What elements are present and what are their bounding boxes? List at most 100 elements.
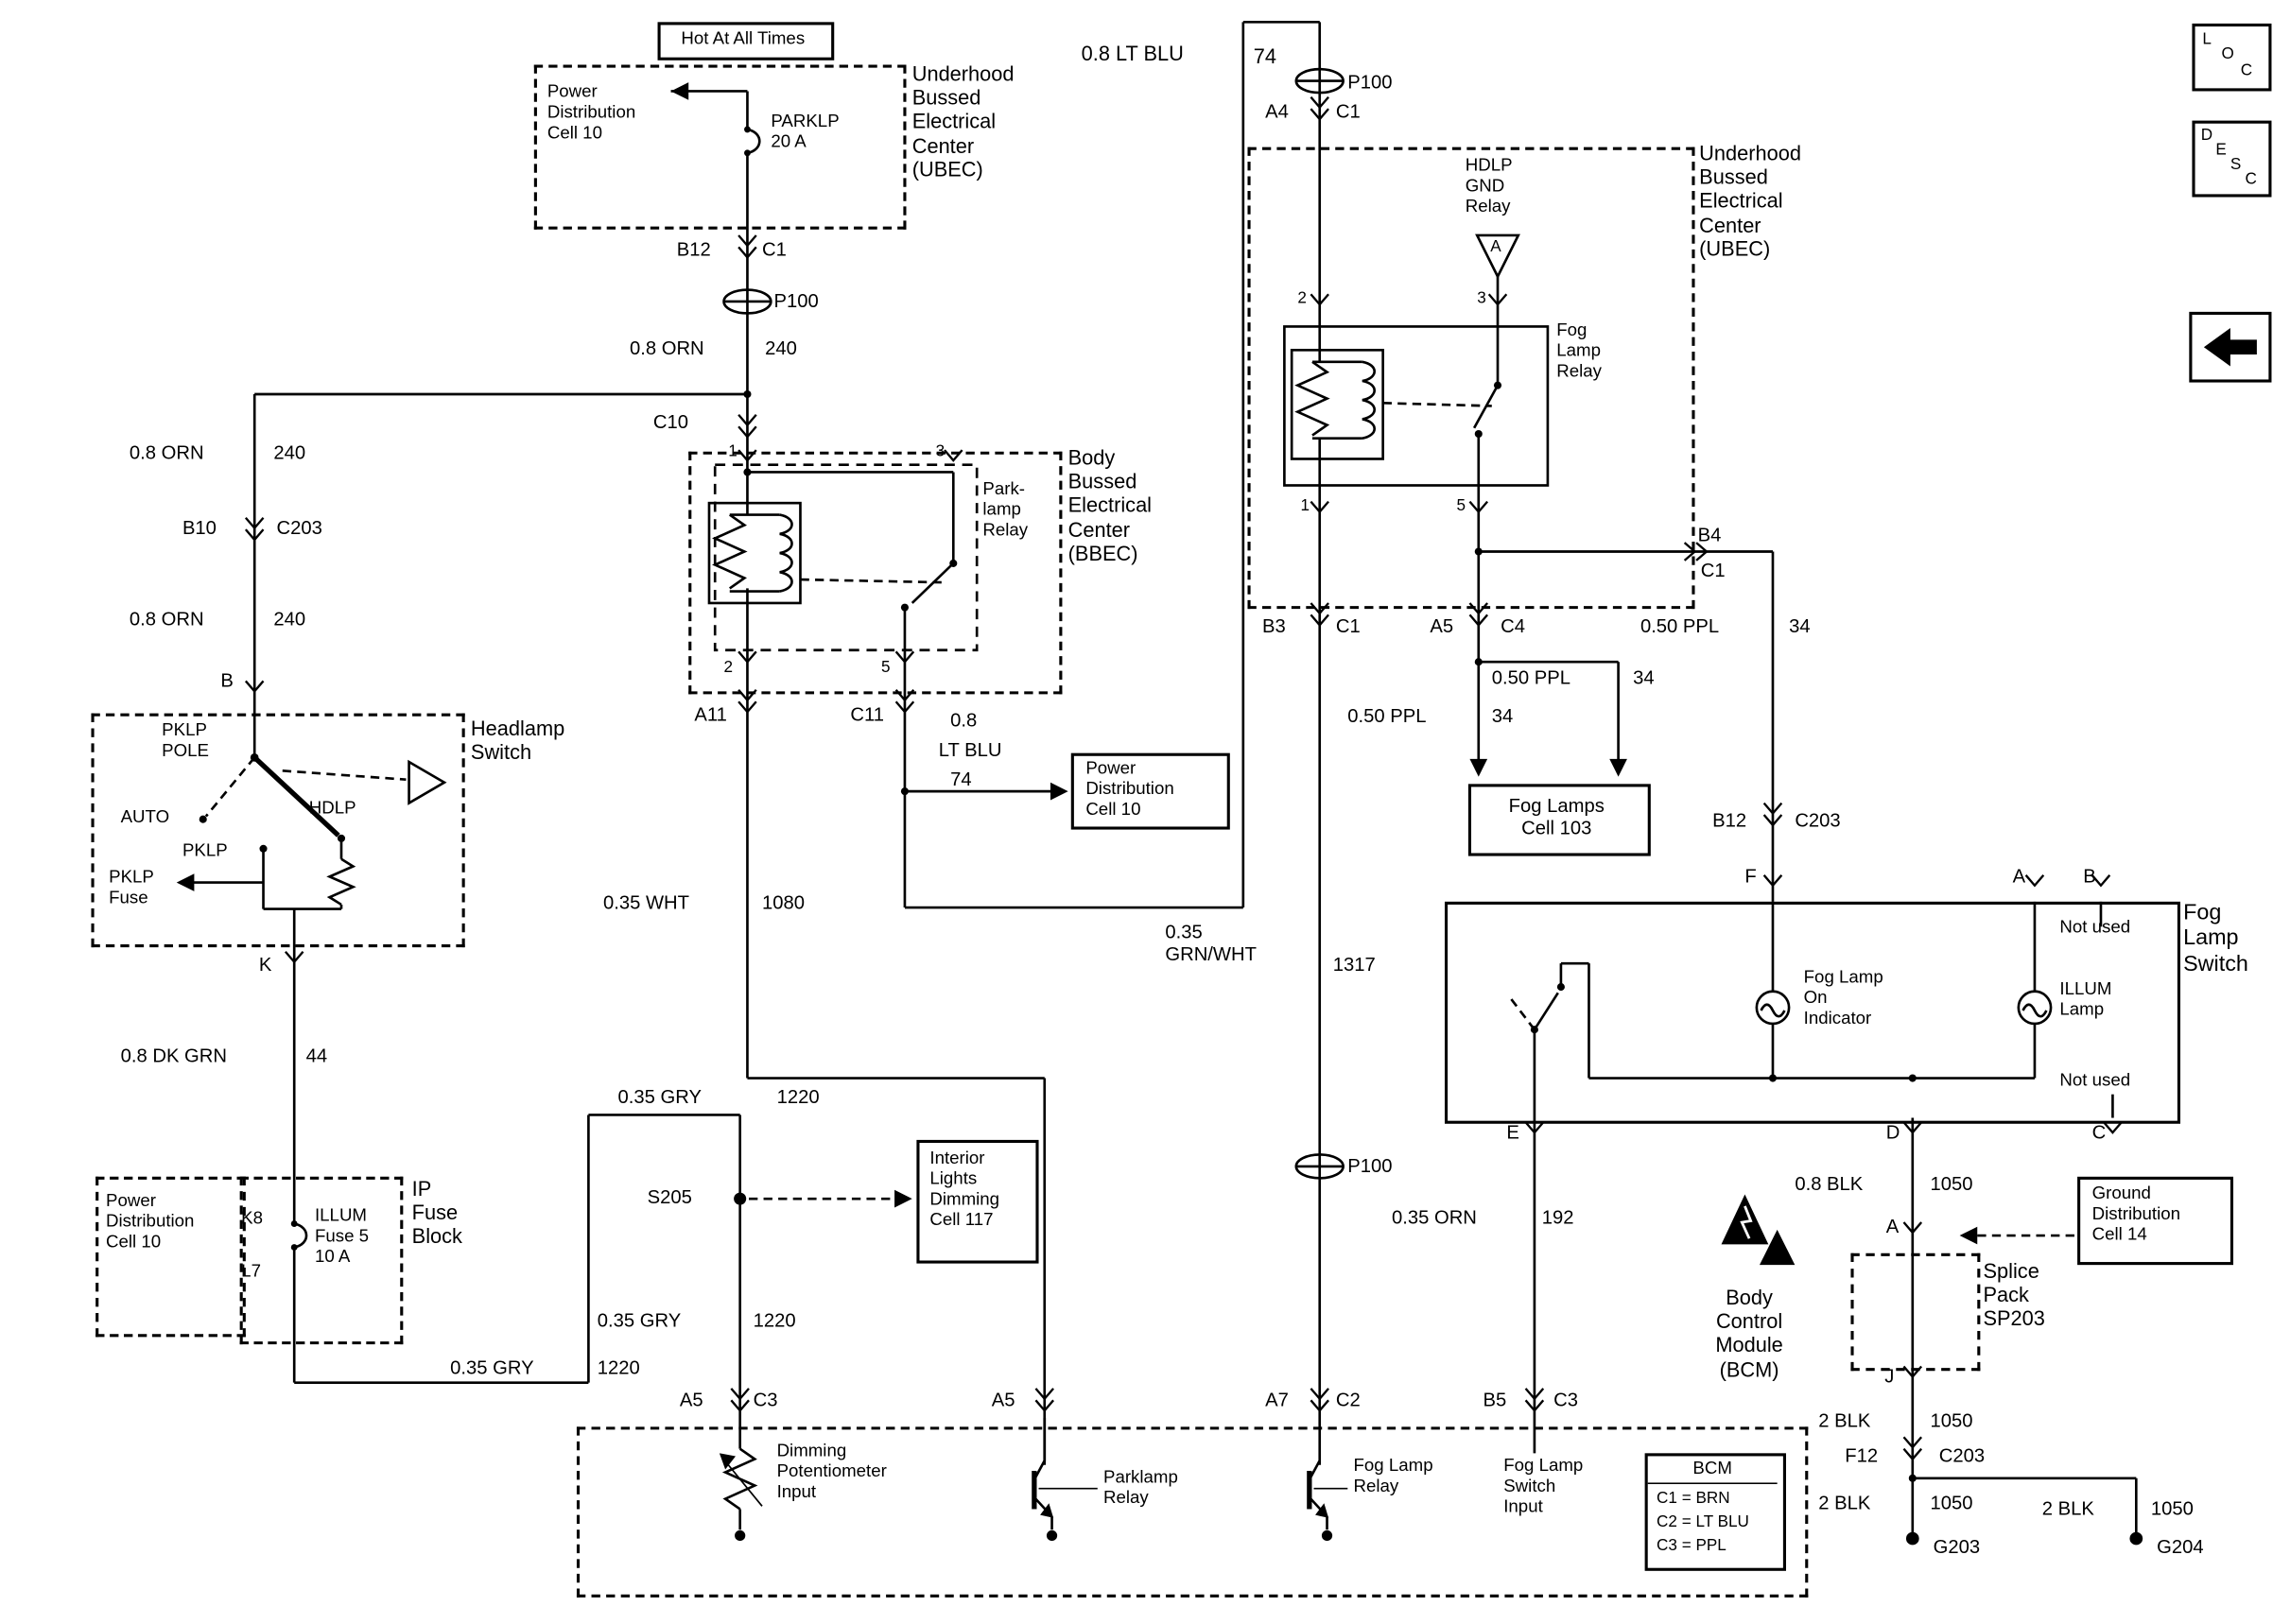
- bcm-box: [576, 1426, 1809, 1598]
- wire-orn-c-circuit: 240: [273, 607, 306, 630]
- legend-row-c3: C3 = PPL: [1657, 1537, 1726, 1555]
- ubec-left-name: Underhood Bussed Electrical Center (UBEC…: [911, 61, 1015, 181]
- conn-c10: C10: [652, 410, 688, 433]
- desc-letter-e: E: [2215, 141, 2227, 160]
- term-d: D: [1885, 1120, 1900, 1144]
- hot-at-all-times-box: Hot At All Times: [657, 22, 835, 60]
- wire-dkgrn-circuit: 44: [305, 1044, 328, 1067]
- legend-row-c2: C2 = LT BLU: [1657, 1513, 1749, 1531]
- headlamp-switch-name: Headlamp Switch: [470, 716, 565, 764]
- dimming-pot-input-label: Dimming Potentiometer Input: [776, 1440, 887, 1502]
- wire-gry-c-circuit: 1220: [753, 1308, 796, 1332]
- fog-lamps-ref-box: Fog Lamps Cell 103: [1467, 784, 1651, 856]
- illum-lamp-symbol: [2017, 990, 2053, 1026]
- ground-g203: G203: [1933, 1535, 1981, 1558]
- bbec-name: Body Bussed Electrical Center (BBEC): [1067, 445, 1153, 565]
- illum-lamp-label: ILLUM Lamp: [2059, 977, 2112, 1020]
- wire-gry-b-spec: 0.35 GRY: [617, 1085, 702, 1108]
- bcm-legend-title: BCM: [1692, 1457, 1732, 1478]
- wire-2blk-b-circuit: 1050: [1930, 1491, 1973, 1514]
- loc-letter-l: L: [2202, 30, 2212, 49]
- wire-ppl-c-circuit: 34: [1789, 614, 1811, 637]
- wire-ltblu-top-spec: 0.8 LT BLU: [1081, 41, 1184, 65]
- bcm-parklamp-relay-label: Parklamp Relay: [1103, 1466, 1178, 1508]
- ubec-pin-2: 2: [1297, 289, 1307, 308]
- hot-note: Hot At All Times: [681, 27, 806, 49]
- fog-on-indicator-label: Fog Lamp On Indicator: [1803, 966, 1883, 1028]
- auto-label: AUTO: [120, 805, 170, 827]
- conn-k8: K8: [241, 1207, 264, 1229]
- ip-fuse-block-box: [239, 1176, 404, 1345]
- conn-p100-top: P100: [1347, 70, 1393, 94]
- ip-fuse-block-name: IP Fuse Block: [411, 1176, 462, 1249]
- wire-ppl-a-circuit: 34: [1491, 704, 1514, 727]
- wire-ppl-b-spec: 0.50 PPL: [1491, 665, 1571, 689]
- ip-power-dist-ref: Power Distribution Cell 10: [106, 1189, 195, 1252]
- conn-l7: L7: [241, 1260, 261, 1282]
- power-dist-ref: Power Distribution Cell 10: [1085, 757, 1174, 820]
- wire-orn-a-circuit: 240: [765, 337, 797, 359]
- ground-dist-ref: Ground Distribution Cell 14: [2091, 1183, 2181, 1245]
- wire-orn192-spec: 0.35 ORN: [1391, 1205, 1477, 1229]
- loc-button[interactable]: L O C: [2192, 23, 2272, 92]
- wire-orn-b-spec: 0.8 ORN: [129, 441, 204, 464]
- wire-orn-c-spec: 0.8 ORN: [129, 607, 204, 630]
- desc-button[interactable]: D E S C: [2192, 120, 2272, 198]
- wire-2blk-b-spec: 2 BLK: [1818, 1491, 1871, 1514]
- ip-power-dist-box: [95, 1176, 246, 1338]
- wire-2blk-a-spec: 2 BLK: [1818, 1408, 1871, 1431]
- interior-dim-ref-box: Interior Lights Dimming Cell 117: [916, 1139, 1039, 1264]
- bbec-parklamp-relay-inner-box: [713, 463, 979, 652]
- wire-ltblu-branch-2: LT BLU: [938, 738, 1002, 761]
- conn-bcm-c3: C3: [753, 1388, 778, 1411]
- power-dist-ref-box: Power Distribution Cell 10: [1070, 752, 1230, 830]
- conn-c203-b: C203: [1795, 808, 1841, 832]
- ubec-power-dist-ref: Power Distribution Cell 10: [547, 80, 636, 143]
- legend-divider: [1647, 1482, 1778, 1485]
- conn-p100-lower: P100: [1347, 1154, 1393, 1177]
- parklp-fuse-label: PARKLP 20 A: [771, 110, 840, 152]
- wire-gry-b-circuit: 1220: [776, 1085, 820, 1108]
- wire-2blk-a-circuit: 1050: [1930, 1408, 1973, 1431]
- wire-gry-a-circuit: 1220: [597, 1356, 640, 1378]
- hdlp-gnd-relay-label: HDLP GND Relay: [1465, 154, 1513, 216]
- desc-letter-c: C: [2245, 170, 2257, 189]
- bbec-pin-5: 5: [881, 659, 891, 677]
- desc-letter-d: D: [2200, 126, 2213, 145]
- wire-ppl-b-circuit: 34: [1633, 665, 1655, 689]
- ground-g204: G204: [2157, 1535, 2204, 1558]
- wire-ppl-a-spec: 0.50 PPL: [1347, 704, 1427, 727]
- term-b2: B: [2083, 864, 2096, 888]
- fog-lamp-switch-name: Fog Lamp Switch: [2183, 900, 2248, 976]
- conn-bcm-c3b: C3: [1553, 1388, 1579, 1411]
- conn-a5-ubec: A5: [1430, 614, 1454, 637]
- bcm-switch-input-label: Fog Lamp Switch Input: [1503, 1454, 1584, 1516]
- bbec-box: [688, 451, 1063, 695]
- loc-letter-o: O: [2221, 45, 2234, 63]
- conn-b12-b: B12: [1712, 808, 1747, 832]
- conn-a4: A4: [1265, 99, 1289, 123]
- wire-wht-spec: 0.35 WHT: [602, 890, 690, 914]
- wire-2blk-c-spec: 2 BLK: [2041, 1497, 2094, 1520]
- conn-f12: F12: [1845, 1443, 1879, 1467]
- wire-blk-circuit: 1050: [1930, 1172, 1973, 1195]
- conn-b10: B10: [182, 516, 217, 539]
- ubec-left-box: [533, 64, 907, 230]
- conn-p100-left: P100: [773, 289, 819, 312]
- loc-letter-c: C: [2240, 61, 2253, 80]
- reference-arrowheads: [176, 82, 1978, 1518]
- pklp-fuse-label: PKLP Fuse: [109, 866, 154, 907]
- wire-grnwht-circuit: 1317: [1332, 953, 1376, 976]
- bbec-pin-2: 2: [723, 659, 734, 677]
- wire-gry-c-spec: 0.35 GRY: [597, 1308, 682, 1332]
- conn-bcm-a5: A5: [679, 1388, 703, 1411]
- conn-a11: A11: [694, 702, 727, 726]
- back-arrow-button[interactable]: [2189, 311, 2272, 383]
- ubec-pin-1: 1: [1300, 496, 1310, 515]
- conn-b4: B4: [1697, 523, 1722, 546]
- wire-orn-a-spec: 0.8 ORN: [629, 337, 704, 359]
- hdlp-gnd-relay-triangle: [1475, 233, 1520, 280]
- pklp-pole-label: PKLP POLE: [162, 718, 209, 761]
- wire-runs: [179, 21, 2138, 1533]
